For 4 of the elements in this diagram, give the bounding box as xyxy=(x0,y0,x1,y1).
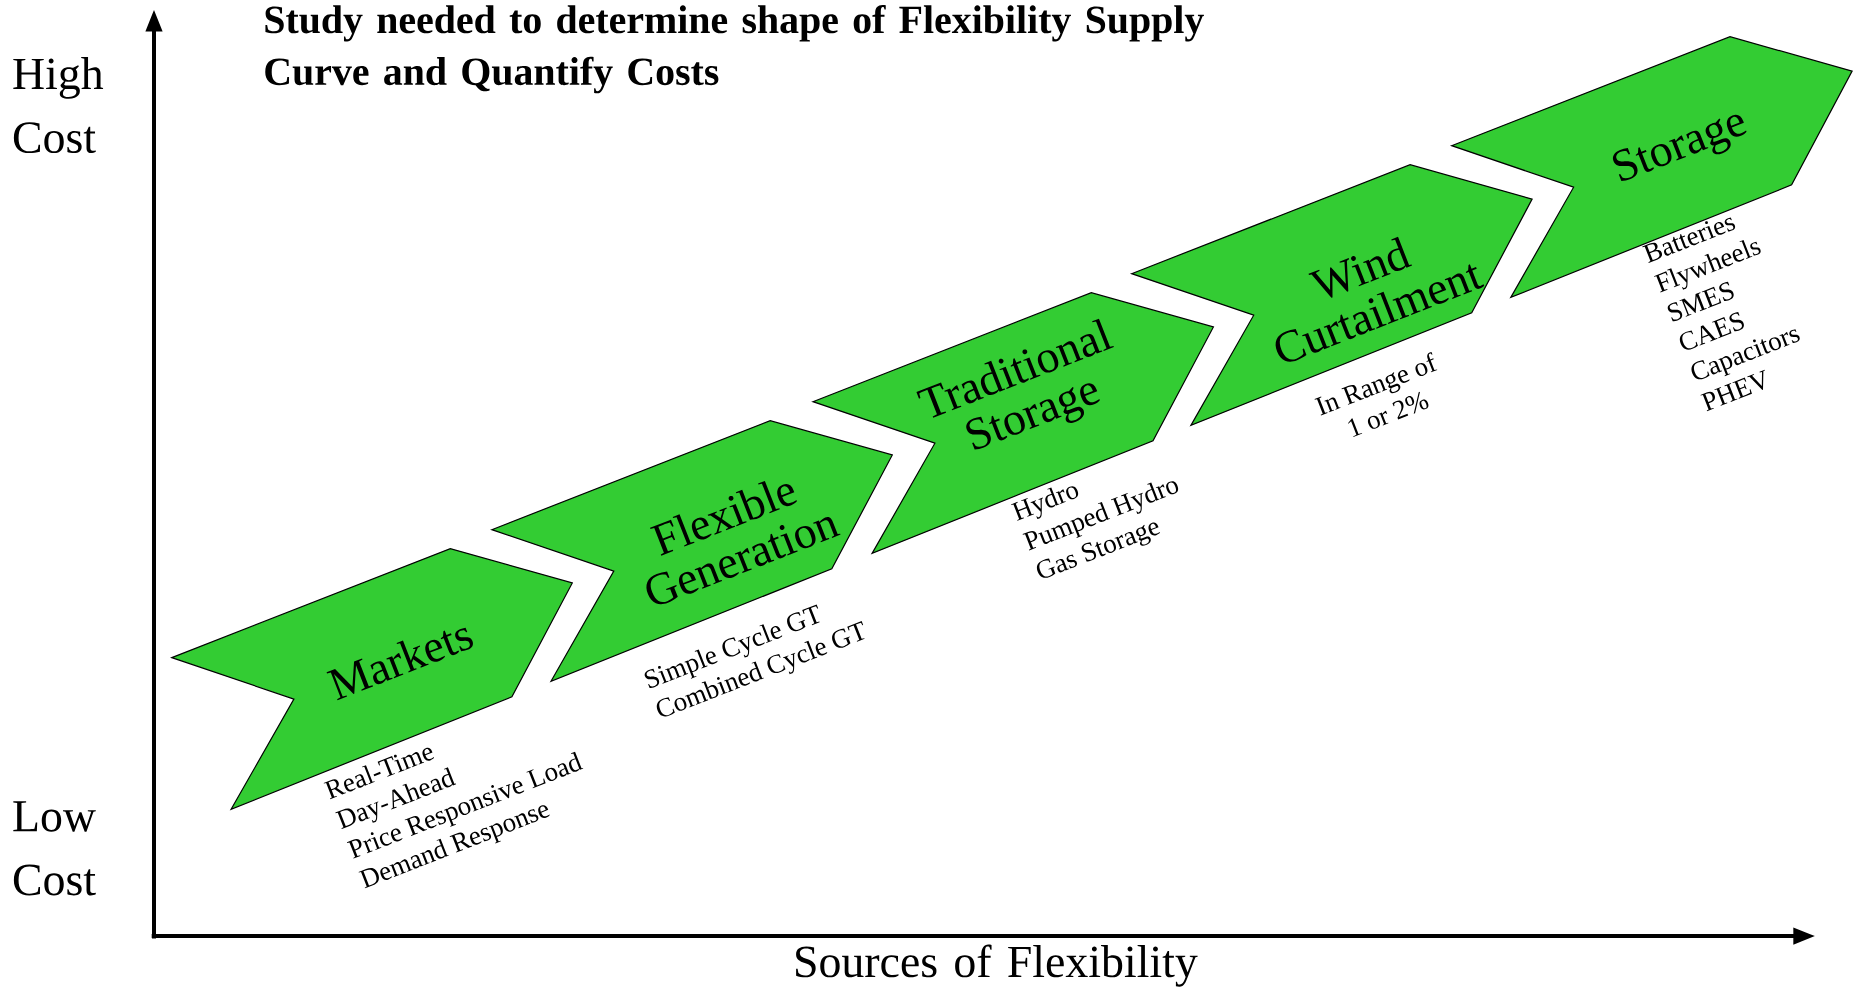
axis-label: High Cost xyxy=(13,57,104,154)
axis-label: Sources of Flexibility xyxy=(796,944,1198,987)
axis-label: Low Cost xyxy=(13,801,96,896)
title: Study needed to determine shape of Flexibility Supply Curve and Quantify Costs xyxy=(265,4,1204,94)
